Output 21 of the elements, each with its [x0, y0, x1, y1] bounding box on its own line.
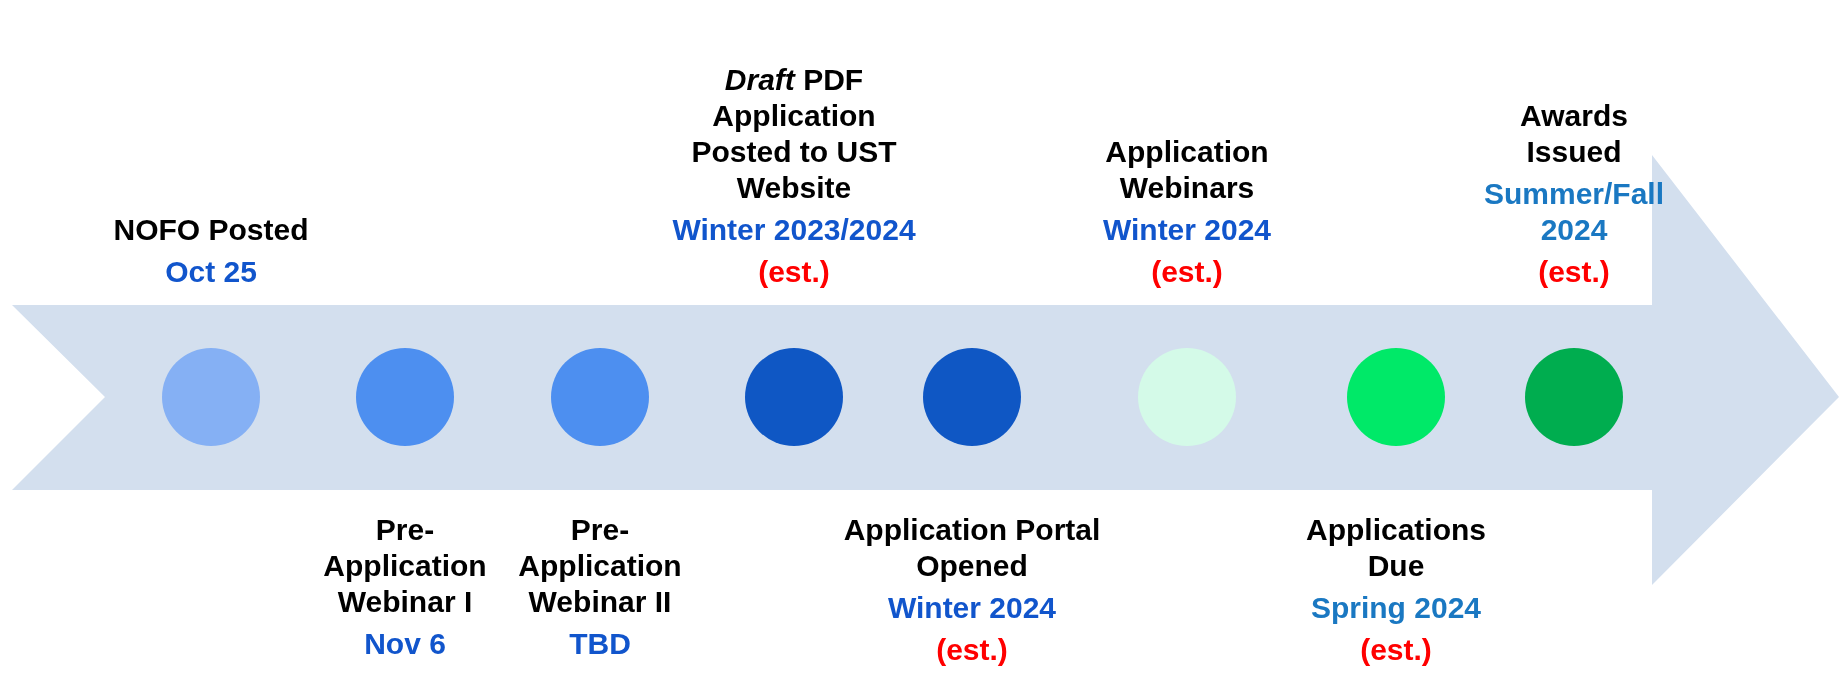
event-title: Draft PDF Application Posted to UST Website	[690, 62, 898, 206]
event-date: Winter 2023/2024	[672, 212, 916, 248]
estimate-note: (est.)	[758, 254, 830, 290]
estimate-note: (est.)	[936, 632, 1008, 668]
estimate-note: (est.)	[1360, 632, 1432, 668]
event-date: Oct 25	[165, 254, 257, 290]
event-date: TBD	[569, 626, 631, 662]
event-title: NOFO Posted	[113, 212, 309, 248]
estimate-note: (est.)	[1151, 254, 1223, 290]
event-title: Pre-Application Webinar I	[322, 512, 488, 620]
event-date: Winter 2024	[1102, 212, 1272, 248]
event-date: Nov 6	[364, 626, 446, 662]
event-title: Application Webinars	[1104, 134, 1270, 206]
event-title: Applications Due	[1305, 512, 1487, 584]
event-title: Pre-Application Webinar II	[517, 512, 683, 620]
event-title: Application Portal Opened	[842, 512, 1102, 584]
estimate-note: (est.)	[1538, 254, 1610, 290]
event-date: Spring 2024	[1310, 590, 1482, 626]
event-title: Awards Issued	[1519, 98, 1629, 170]
event-date: Summer/Fall 2024	[1483, 176, 1665, 248]
event-date: Winter 2024	[887, 590, 1057, 626]
